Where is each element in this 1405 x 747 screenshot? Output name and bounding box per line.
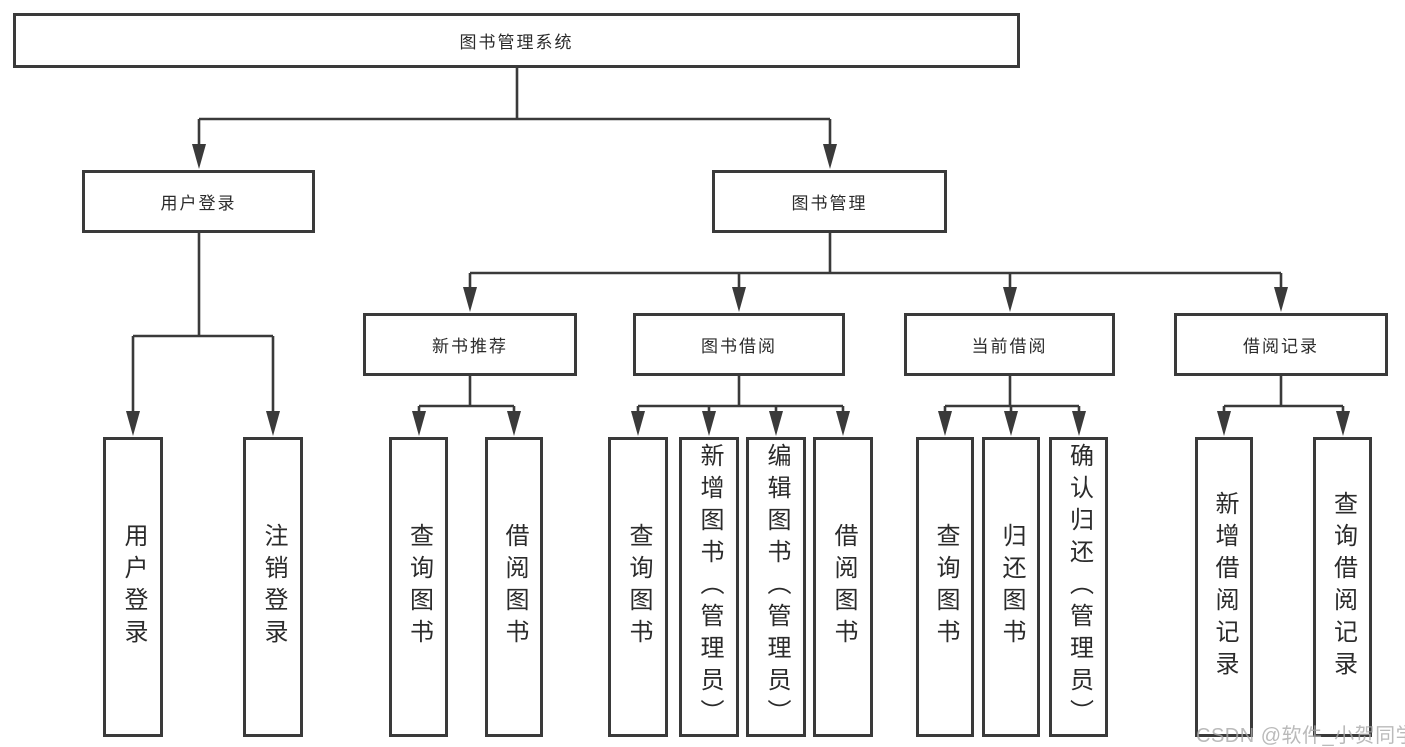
node-user-login-label: 用户登录 — [160, 194, 237, 213]
arrowhead — [1274, 287, 1288, 312]
node-current-borrow: 当前借阅 — [904, 313, 1115, 376]
arrowhead — [836, 411, 850, 436]
node-new-book: 新书推荐 — [363, 313, 577, 376]
arrowhead — [266, 411, 280, 436]
arrowhead — [732, 287, 746, 312]
leaf-borrow-add: 新增图书（管理员） — [679, 437, 739, 737]
leaf-borrow-edit: 编辑图书（管理员） — [746, 437, 806, 737]
leaf-current-confirm: 确认归还（管理员） — [1049, 437, 1108, 737]
node-book-borrow-label: 图书借阅 — [701, 337, 777, 356]
connector-borrow-records-children — [1217, 376, 1350, 436]
leaf-new-book-borrow: 借阅图书 — [485, 437, 543, 737]
arrowhead — [1072, 411, 1086, 436]
arrowhead — [769, 411, 783, 436]
connector-book-mgmt-to-level3 — [463, 233, 1288, 312]
leaf-borrow-edit-label: 编辑图书（管理员） — [763, 443, 790, 731]
connector-user-login-children — [126, 233, 280, 436]
connector-book-borrow-children — [631, 376, 850, 436]
node-borrow-records-label: 借阅记录 — [1243, 337, 1319, 356]
connector-root-to-level2 — [192, 68, 837, 169]
node-book-mgmt: 图书管理 — [712, 170, 947, 233]
leaf-records-query-label: 查询借阅记录 — [1329, 491, 1357, 683]
arrowhead — [1004, 411, 1018, 436]
leaf-current-confirm-label: 确认归还（管理员） — [1065, 443, 1093, 731]
arrowhead — [1217, 411, 1231, 436]
leaf-new-book-query: 查询图书 — [389, 437, 448, 737]
leaf-records-query: 查询借阅记录 — [1313, 437, 1372, 737]
leaf-logout-label: 注销登录 — [260, 523, 287, 651]
arrowhead — [823, 144, 837, 169]
leaf-current-return-label: 归还图书 — [998, 523, 1025, 651]
arrowhead — [463, 287, 477, 312]
leaf-current-query: 查询图书 — [916, 437, 974, 737]
leaf-borrow-add-label: 新增图书（管理员） — [696, 443, 723, 731]
arrowhead — [938, 411, 952, 436]
leaf-current-query-label: 查询图书 — [932, 523, 959, 651]
arrowhead — [631, 411, 645, 436]
arrowhead — [1003, 287, 1017, 312]
leaf-new-book-query-label: 查询图书 — [405, 523, 433, 651]
leaf-borrow-query-label: 查询图书 — [625, 523, 652, 651]
node-borrow-records: 借阅记录 — [1174, 313, 1388, 376]
node-book-borrow: 图书借阅 — [633, 313, 845, 376]
leaf-current-return: 归还图书 — [982, 437, 1040, 737]
connector-new-book-children — [412, 376, 521, 436]
node-book-mgmt-label: 图书管理 — [791, 194, 868, 213]
leaf-records-add-label: 新增借阅记录 — [1211, 491, 1238, 683]
leaf-records-add: 新增借阅记录 — [1195, 437, 1253, 737]
leaf-new-book-borrow-label: 借阅图书 — [501, 523, 528, 651]
connector-current-borrow-children — [938, 376, 1086, 436]
leaf-user-login-label: 用户登录 — [120, 523, 147, 651]
leaf-borrow-borrow: 借阅图书 — [813, 437, 873, 737]
node-new-book-label: 新书推荐 — [432, 337, 508, 356]
arrowhead — [702, 411, 716, 436]
arrowhead — [192, 144, 206, 169]
arrowhead — [126, 411, 140, 436]
node-root: 图书管理系统 — [13, 13, 1020, 68]
node-user-login: 用户登录 — [82, 170, 315, 233]
arrowhead — [1336, 411, 1350, 436]
leaf-user-login: 用户登录 — [103, 437, 163, 737]
node-current-borrow-label: 当前借阅 — [971, 337, 1048, 356]
node-root-label: 图书管理系统 — [459, 33, 574, 52]
leaf-logout: 注销登录 — [243, 437, 303, 737]
leaf-borrow-borrow-label: 借阅图书 — [830, 523, 857, 651]
arrowhead — [507, 411, 521, 436]
leaf-borrow-query: 查询图书 — [608, 437, 668, 737]
arrowhead — [412, 411, 426, 436]
csdn-watermark: CSDN @软件_小贺同学 — [1196, 725, 1405, 747]
